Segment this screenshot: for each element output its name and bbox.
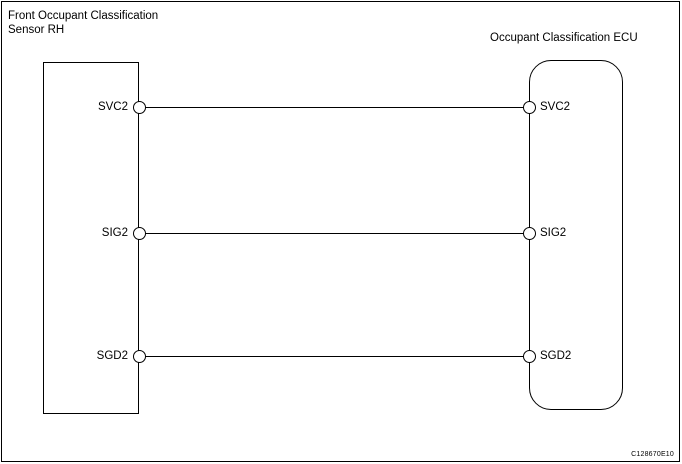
- ecu-pin-label-sig2: SIG2: [540, 227, 567, 239]
- ecu-terminal-sgd2: [523, 350, 536, 363]
- sensor-pin-label-sgd2: SGD2: [96, 350, 128, 362]
- sensor-terminal-svc2: [133, 101, 146, 114]
- ecu-component-box: [529, 60, 623, 410]
- part-code-label: C128670E10: [631, 451, 674, 458]
- ecu-component-title: Occupant Classification ECU: [490, 32, 638, 44]
- wire-sig2: [145, 233, 529, 234]
- sensor-component-box: [43, 62, 139, 414]
- sensor-pin-label-sig2: SIG2: [101, 227, 128, 239]
- ecu-pin-label-sgd2: SGD2: [540, 350, 572, 362]
- wire-sgd2: [145, 356, 529, 357]
- sensor-terminal-sgd2: [133, 350, 146, 363]
- sensor-component-title: Front Occupant Classification Sensor RH: [8, 10, 159, 36]
- ecu-terminal-svc2: [523, 101, 536, 114]
- sensor-pin-label-svc2: SVC2: [97, 101, 128, 113]
- wire-svc2: [145, 107, 529, 108]
- ecu-terminal-sig2: [523, 227, 536, 240]
- sensor-terminal-sig2: [133, 227, 146, 240]
- ecu-pin-label-svc2: SVC2: [540, 101, 571, 113]
